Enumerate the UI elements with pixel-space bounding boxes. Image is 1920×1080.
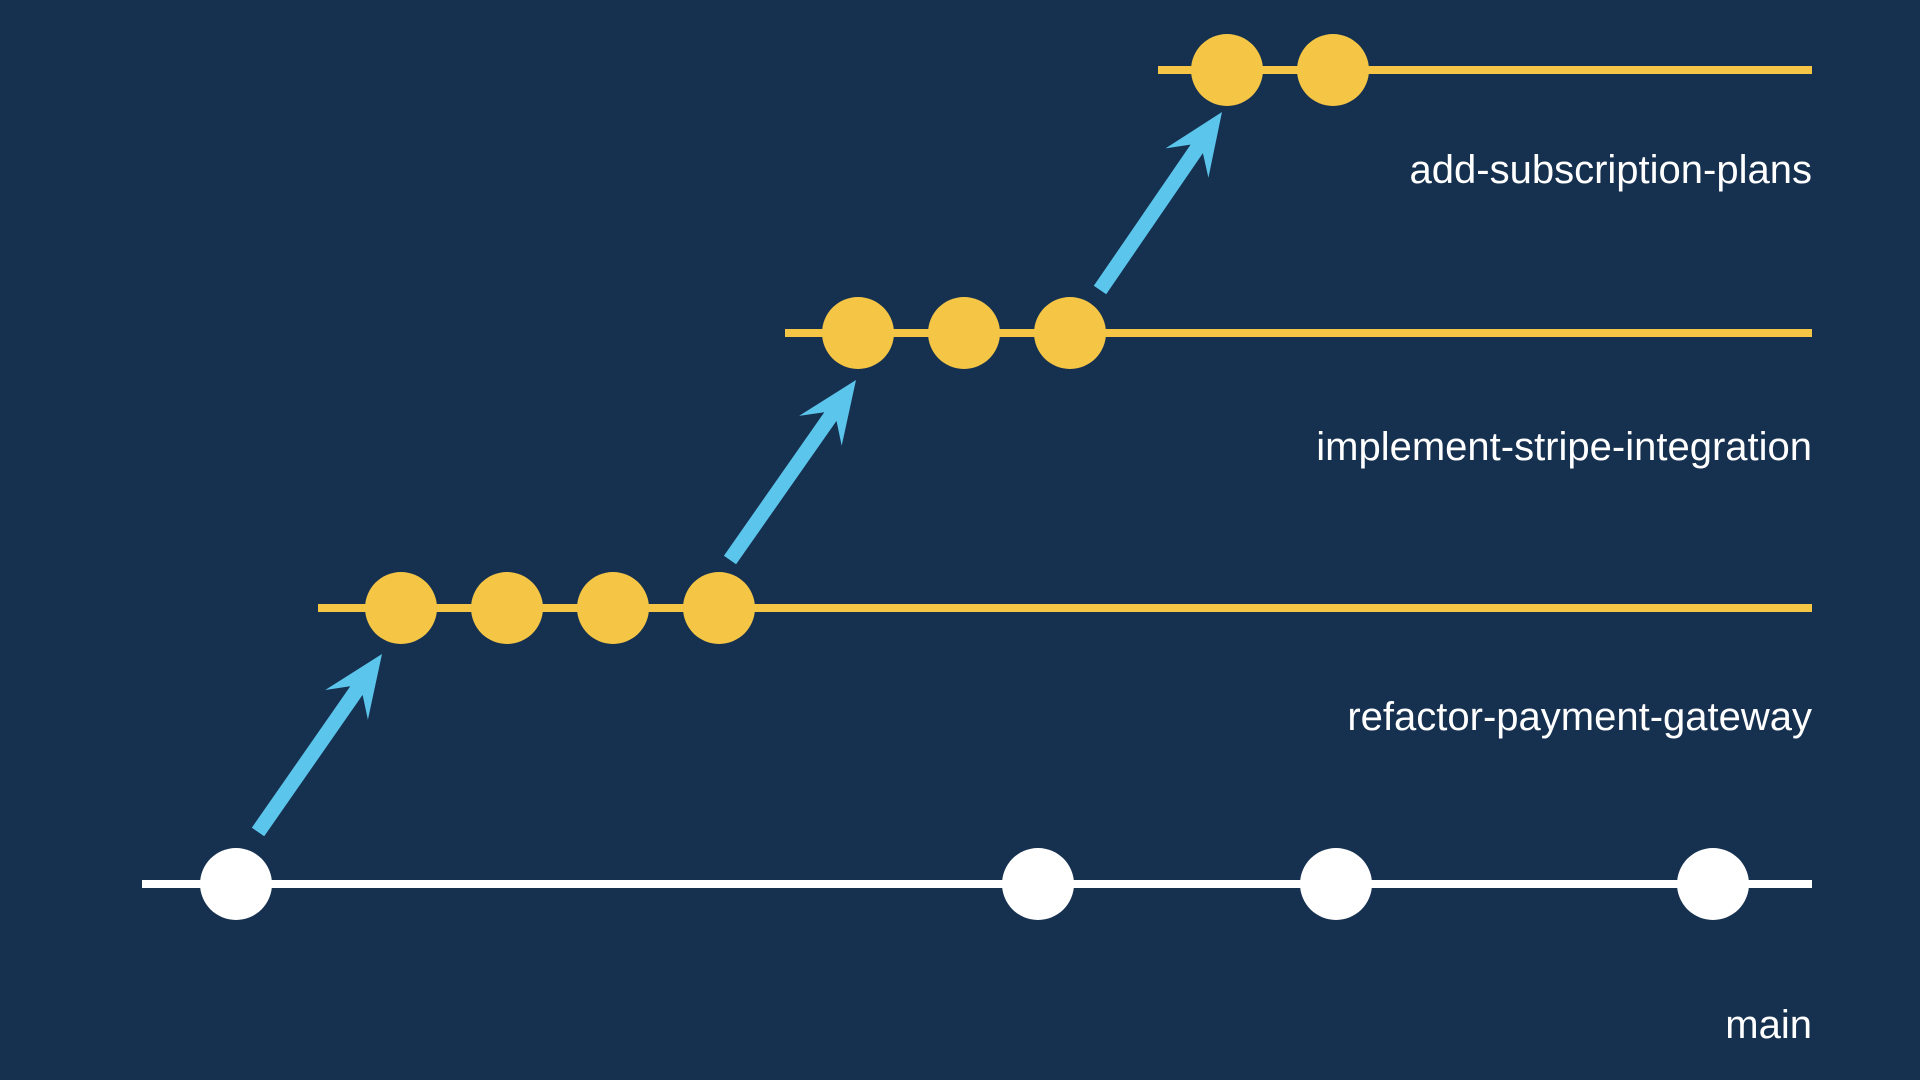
commit-node[interactable] — [928, 297, 1000, 369]
commit-node[interactable] — [471, 572, 543, 644]
commit-node[interactable] — [822, 297, 894, 369]
commit-node[interactable] — [1677, 848, 1749, 920]
branch-label-add-subscription-plans: add-subscription-plans — [1410, 148, 1812, 192]
commit-node[interactable] — [683, 572, 755, 644]
commit-node[interactable] — [200, 848, 272, 920]
commit-node[interactable] — [577, 572, 649, 644]
arrow-stripe-to-subscription-icon — [1093, 112, 1222, 295]
branch-labels-group: add-subscription-plans implement-stripe-i… — [1316, 148, 1812, 1047]
commit-nodes-group — [200, 34, 1749, 920]
commit-node[interactable] — [1191, 34, 1263, 106]
commit-node[interactable] — [1297, 34, 1369, 106]
commit-node[interactable] — [1002, 848, 1074, 920]
arrow-refactor-to-stripe-icon — [723, 380, 856, 565]
commit-node[interactable] — [1034, 297, 1106, 369]
branch-label-main: main — [1725, 1003, 1812, 1047]
commit-node[interactable] — [365, 572, 437, 644]
arrow-main-to-refactor-icon — [251, 654, 382, 837]
branch-label-refactor-payment-gateway: refactor-payment-gateway — [1347, 695, 1812, 739]
branch-arrows-group — [251, 112, 1222, 837]
branch-label-implement-stripe-integration: implement-stripe-integration — [1316, 425, 1812, 469]
commit-node[interactable] — [1300, 848, 1372, 920]
